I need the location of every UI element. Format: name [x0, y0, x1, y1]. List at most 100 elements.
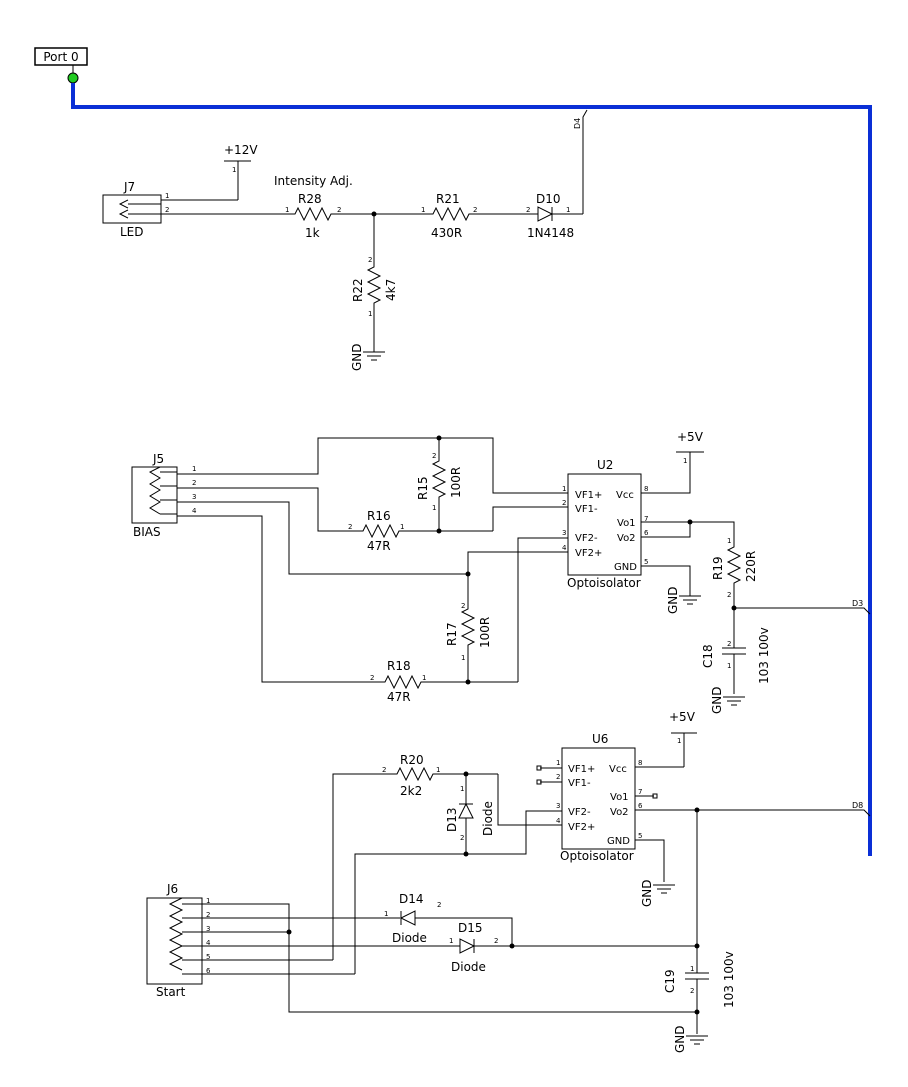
svg-text:Vo2: Vo2	[610, 807, 629, 818]
svg-text:7: 7	[644, 515, 648, 523]
svg-text:BIAS: BIAS	[133, 525, 161, 539]
svg-text:2: 2	[494, 937, 498, 945]
resistor-r22: R22 4k7	[351, 262, 398, 310]
svg-text:2: 2	[337, 206, 341, 214]
svg-text:3: 3	[192, 493, 196, 501]
svg-text:4: 4	[562, 544, 567, 552]
svg-text:D3: D3	[852, 599, 863, 608]
bus-tap-d4: D4	[573, 109, 588, 214]
svg-text:1: 1	[449, 937, 453, 945]
svg-text:6: 6	[644, 529, 649, 537]
svg-text:Vo2: Vo2	[617, 533, 636, 544]
svg-text:D10: D10	[536, 192, 561, 206]
svg-text:C19: C19	[663, 969, 677, 993]
svg-text:1: 1	[206, 897, 210, 905]
svg-text:C18: C18	[701, 644, 715, 668]
svg-text:Optoisolator: Optoisolator	[560, 849, 634, 863]
svg-text:6: 6	[206, 967, 211, 975]
svg-text:VF2+: VF2+	[568, 822, 595, 833]
svg-text:4: 4	[192, 507, 197, 515]
resistor-r28: R28 1k	[290, 192, 336, 240]
diode-d13: D13 Diode	[445, 801, 495, 836]
svg-text:GND: GND	[350, 343, 364, 371]
svg-text:100R: 100R	[449, 467, 463, 498]
svg-text:1: 1	[400, 523, 404, 531]
svg-text:4: 4	[556, 817, 561, 825]
svg-text:1: 1	[421, 206, 425, 214]
diode-d10: D10 1N4148	[527, 192, 574, 240]
port-pin-dot	[67, 72, 79, 84]
svg-text:2: 2	[727, 640, 731, 648]
svg-text:4k7: 4k7	[384, 279, 398, 301]
resistor-r17: R17 100R	[445, 604, 492, 656]
svg-text:2: 2	[526, 206, 530, 214]
svg-text:100R: 100R	[478, 617, 492, 648]
svg-text:2: 2	[461, 602, 465, 610]
svg-text:1: 1	[285, 206, 289, 214]
svg-text:J5: J5	[152, 452, 164, 466]
svg-text:R22: R22	[351, 278, 365, 302]
svg-text:VF1+: VF1+	[568, 764, 595, 775]
svg-text:103 100v: 103 100v	[722, 951, 736, 1008]
resistor-r18: R18 47R	[380, 659, 426, 704]
svg-text:1: 1	[384, 910, 388, 918]
supply-5v-u2-symbol: +5V 1	[676, 430, 704, 493]
resistor-r15: R15 100R	[416, 456, 463, 504]
svg-text:R28: R28	[298, 192, 322, 206]
svg-text:J7: J7	[123, 180, 135, 194]
svg-text:1: 1	[727, 537, 731, 545]
svg-text:47R: 47R	[387, 690, 411, 704]
svg-text:Diode: Diode	[392, 931, 427, 945]
svg-text:Optoisolator: Optoisolator	[567, 576, 641, 590]
svg-text:47R: 47R	[367, 539, 391, 553]
svg-text:Vcc: Vcc	[609, 764, 627, 775]
svg-text:GND: GND	[607, 836, 630, 847]
resistor-r20: R20 2k2	[392, 753, 438, 798]
svg-text:VF2-: VF2-	[568, 807, 591, 818]
svg-text:2: 2	[473, 206, 477, 214]
ground-symbol-c18: GND	[710, 686, 745, 714]
resistor-r21: R21 430R	[428, 192, 474, 240]
svg-text:1: 1	[677, 737, 681, 745]
svg-text:1: 1	[432, 504, 436, 512]
ground-symbol-r22: GND	[350, 343, 385, 371]
svg-text:8: 8	[638, 759, 642, 767]
ic-u6-optoisolator: U6 VF1+ VF1- VF2- VF2+ Vcc Vo1 Vo2 GND O…	[560, 732, 636, 863]
svg-text:U6: U6	[592, 732, 608, 746]
svg-text:R18: R18	[387, 659, 411, 673]
svg-text:1: 1	[562, 485, 566, 493]
svg-text:Vo1: Vo1	[617, 518, 636, 529]
svg-text:5: 5	[638, 832, 642, 840]
svg-text:VF1-: VF1-	[568, 778, 591, 789]
svg-text:2: 2	[437, 901, 441, 909]
ic-u2-optoisolator: U2 VF1+ VF1- VF2- VF2+ Vcc Vo1 Vo2 GND O…	[567, 458, 642, 590]
svg-text:1: 1	[192, 465, 196, 473]
svg-text:430R: 430R	[431, 226, 462, 240]
svg-text:R17: R17	[445, 622, 459, 646]
svg-text:D14: D14	[399, 892, 424, 906]
svg-text:103 100v: 103 100v	[757, 627, 771, 684]
svg-text:LED: LED	[120, 225, 144, 239]
svg-text:D8: D8	[852, 801, 863, 810]
svg-text:220R: 220R	[744, 551, 758, 582]
svg-text:VF2+: VF2+	[575, 548, 602, 559]
port-label: Port 0	[43, 50, 78, 64]
svg-text:2: 2	[206, 911, 210, 919]
svg-text:+12V: +12V	[224, 143, 258, 157]
port-0-connector[interactable]: Port 0	[34, 47, 88, 84]
svg-text:1: 1	[460, 785, 464, 793]
svg-text:2: 2	[368, 256, 372, 264]
svg-text:D4: D4	[573, 118, 582, 129]
svg-text:1: 1	[165, 192, 169, 200]
svg-text:1: 1	[556, 759, 560, 767]
svg-text:+5V: +5V	[669, 710, 696, 724]
svg-text:1: 1	[232, 166, 236, 174]
svg-text:GND: GND	[614, 562, 637, 573]
connector-j5: J5 BIAS	[131, 452, 178, 539]
svg-text:8: 8	[644, 485, 648, 493]
svg-text:1: 1	[683, 457, 687, 465]
svg-text:Start: Start	[156, 985, 186, 999]
svg-text:1: 1	[690, 965, 694, 973]
svg-text:2: 2	[460, 834, 464, 842]
